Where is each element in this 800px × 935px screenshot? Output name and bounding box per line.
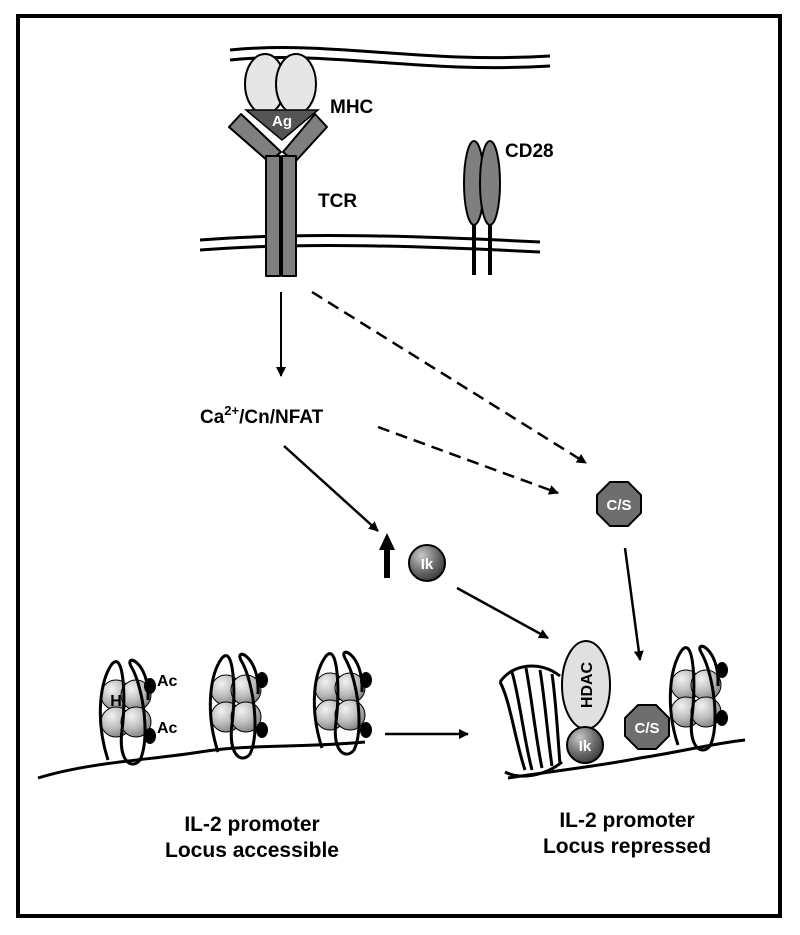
cs-octagon <box>596 481 642 527</box>
ikaros-circle <box>408 544 446 582</box>
cs-to-repressed-arrow <box>623 547 644 661</box>
pathway-to-cs-dashed-arrow <box>377 425 559 495</box>
pathway-label: Ca2+/Cn/NFAT <box>200 403 324 428</box>
accessible-chromatin <box>37 650 372 780</box>
repressed-chromatin <box>498 644 746 780</box>
ik-to-repressed-arrow <box>456 586 549 640</box>
cd28-receptor <box>463 140 501 275</box>
nucleosome-2 <box>208 652 268 760</box>
cd28-label: CD28 <box>505 141 554 162</box>
dna-strand-left <box>37 740 366 780</box>
hdac-label: HDAC <box>579 661 596 708</box>
ikaros-label-bound: Ik <box>579 738 592 755</box>
tcr-to-cs-dashed-arrow <box>311 290 587 465</box>
tcr-label: TCR <box>318 191 357 212</box>
caption-left-line2: Locus accessible <box>165 839 339 862</box>
caption-left-line1: IL-2 promoter <box>184 813 319 836</box>
antigen-triangle <box>243 109 321 141</box>
acetyl-label-top: Ac <box>157 673 178 690</box>
mhc-molecule <box>244 53 317 115</box>
nucleosome-4 <box>668 644 728 752</box>
tcr-receptor <box>228 113 328 277</box>
cs-label-bound: C/S <box>634 720 659 737</box>
nucleosome-1 <box>98 658 156 766</box>
nucleosome-3 <box>312 650 372 756</box>
ikaros-circle-bound <box>566 726 604 764</box>
dna-strand-right <box>507 738 746 780</box>
histone-label: H <box>110 693 122 710</box>
mhc-label: MHC <box>330 97 374 118</box>
ikaros-label: Ik <box>421 556 434 573</box>
cs-label: C/S <box>606 497 631 514</box>
upregulation-arrow-icon <box>379 533 395 578</box>
t-cell-membrane <box>199 234 541 254</box>
pathway-to-ik-arrow <box>283 445 379 532</box>
figure-frame <box>16 14 782 918</box>
caption-right-line2: Locus repressed <box>543 835 711 858</box>
cs-octagon-bound <box>624 704 670 750</box>
condensed-nucleosome <box>498 664 563 778</box>
caption-right-line1: IL-2 promoter <box>559 809 694 832</box>
acetyl-label-bottom: Ac <box>157 720 178 737</box>
antigen-label: Ag <box>272 113 292 130</box>
